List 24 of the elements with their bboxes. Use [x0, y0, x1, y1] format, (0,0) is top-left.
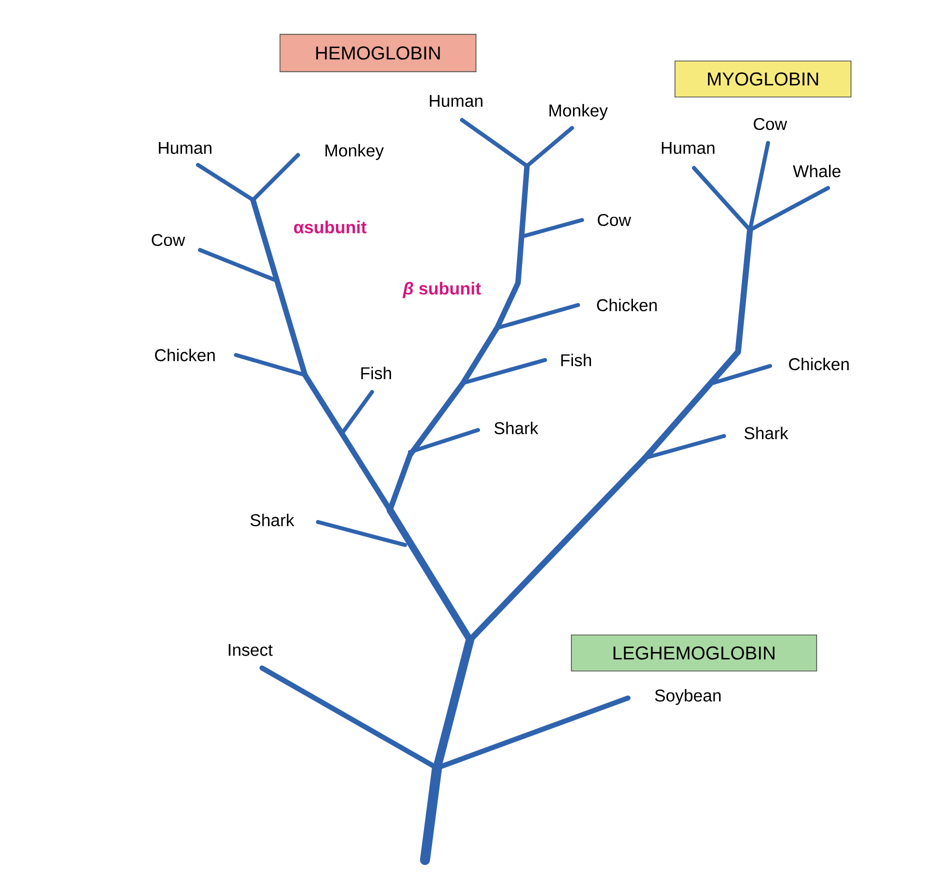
- species-label: Cow: [598, 214, 632, 226]
- species-label: Whale: [792, 164, 840, 178]
- species-label: Monkey: [550, 104, 608, 120]
- species-label: Human: [662, 142, 714, 154]
- species-label: Chicken: [155, 348, 215, 362]
- family-box: MYOGLOBIN: [674, 60, 852, 98]
- species-label: Chicken: [597, 298, 657, 312]
- species-label: Fish: [361, 366, 392, 380]
- subunit-label: β subunit: [402, 282, 481, 298]
- species-label: Shark: [250, 514, 294, 526]
- species-label: Insect: [228, 644, 273, 656]
- family-box: LEGHEMOGLOBIN: [570, 634, 818, 672]
- species-label: Human: [158, 142, 212, 154]
- species-label: Cow: [152, 234, 186, 246]
- species-label: Chicken: [789, 358, 849, 370]
- species-label: Soybean: [655, 689, 721, 705]
- subunit-label: αsubunit: [294, 220, 366, 234]
- species-label: Human: [430, 95, 482, 107]
- species-label: Monkey: [326, 144, 384, 160]
- species-label: Shark: [744, 426, 788, 440]
- species-label: Fish: [561, 354, 592, 366]
- species-label: Cow: [754, 118, 788, 130]
- family-box: HEMOGLOBIN: [280, 34, 476, 72]
- species-label: Shark: [494, 422, 538, 434]
